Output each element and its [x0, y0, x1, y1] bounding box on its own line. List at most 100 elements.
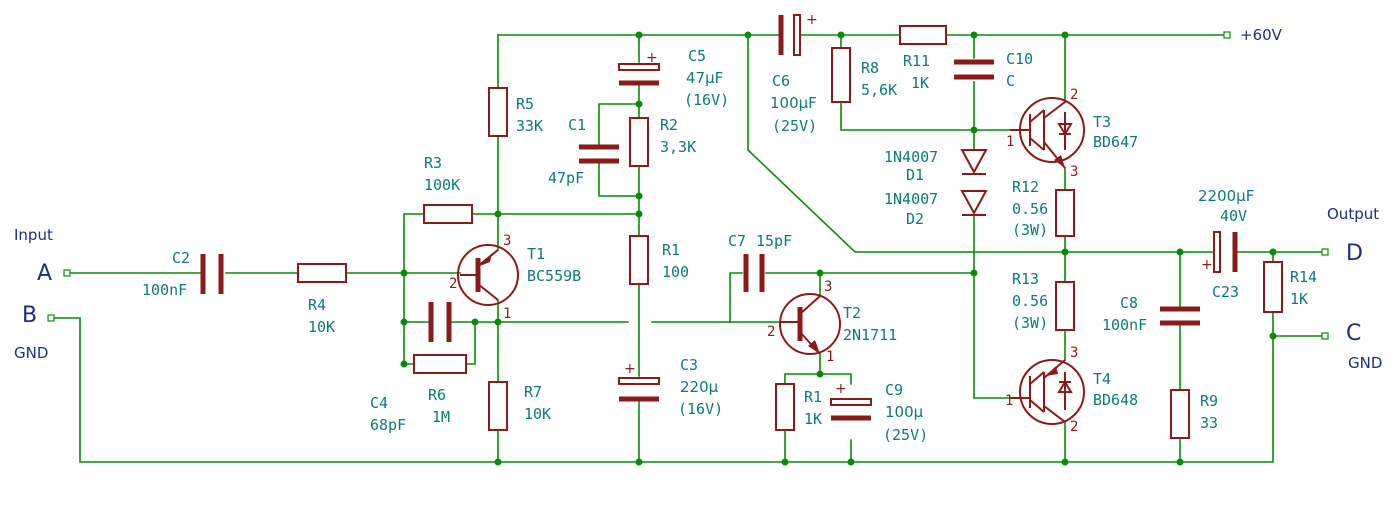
transistor-t2[interactable]	[779, 293, 841, 355]
resistor-r14[interactable]	[1263, 261, 1283, 313]
junction	[1061, 31, 1069, 39]
pin-t2-3: 3	[824, 279, 832, 295]
port-d[interactable]	[1321, 248, 1329, 256]
junction	[635, 192, 643, 200]
label-c5-rating: (16V)	[684, 91, 729, 109]
capacitor-c10[interactable]	[954, 59, 994, 80]
label-c23-value: 2200μF	[1198, 187, 1254, 205]
terminals: A B D C Input GND Output GND +60V	[14, 26, 1382, 372]
label-c4-ref: C4	[370, 394, 388, 412]
diode-d2[interactable]	[960, 190, 988, 216]
label-r2-ref: R2	[660, 116, 678, 134]
resistor-r11[interactable]	[899, 25, 947, 45]
transistor-t4[interactable]	[1010, 359, 1085, 425]
resistor-r12[interactable]	[1055, 189, 1075, 237]
port-supply[interactable]	[1223, 31, 1231, 39]
junction	[1269, 332, 1277, 340]
label-c3-rating: (16V)	[678, 400, 723, 418]
label-r14-ref: R14	[1290, 268, 1317, 286]
resistor-r6[interactable]	[413, 354, 467, 374]
label-c5-value: 47μF	[686, 69, 723, 87]
label-c4-value: 68pF	[370, 416, 406, 434]
polarity-plus-c3: +	[624, 361, 636, 377]
label-r11-value: 1K	[911, 74, 929, 92]
label-c6-ref: C6	[772, 72, 790, 90]
label-t4-ref: T4	[1093, 370, 1111, 388]
wire-t2	[729, 272, 975, 463]
wire-bias	[747, 34, 1066, 399]
resistor-r1[interactable]	[629, 235, 649, 285]
resistor-r5[interactable]	[488, 87, 508, 137]
resistor-r2[interactable]	[629, 117, 649, 167]
label-r7-value: 10K	[524, 405, 551, 423]
label-c3-ref: C3	[680, 356, 698, 374]
capacitor-c5[interactable]	[618, 63, 660, 86]
resistor-r8[interactable]	[831, 47, 851, 103]
net-gnd-left: GND	[14, 344, 48, 362]
pin-t4-3: 3	[1070, 345, 1078, 361]
label-r3-ref: R3	[424, 154, 442, 172]
pin-t1-3: 3	[503, 233, 511, 249]
resistor-r7[interactable]	[488, 381, 508, 431]
resistor-r13[interactable]	[1055, 281, 1075, 331]
terminal-c: C	[1346, 321, 1361, 346]
diode-d1[interactable]	[960, 149, 988, 175]
label-r13-rating: (3W)	[1012, 314, 1048, 332]
pin-t2-2: 2	[767, 324, 775, 340]
label-c7-value: 15pF	[756, 232, 792, 250]
transistor-t3[interactable]	[1010, 97, 1085, 169]
capacitor-c2[interactable]	[200, 254, 224, 294]
junction	[837, 31, 845, 39]
pin-numbers: 3 2 1 3 2 1 2 1 3 3 1 2	[449, 87, 1078, 435]
net-input: Input	[14, 226, 53, 244]
resistor-r9[interactable]	[1170, 389, 1190, 439]
junction	[1176, 458, 1184, 466]
label-c1-value: 47pF	[548, 169, 584, 187]
pin-t3-1: 1	[1006, 134, 1014, 150]
junction	[781, 458, 789, 466]
ports	[47, 31, 1329, 340]
port-a[interactable]	[63, 269, 71, 277]
label-t1-ref: T1	[527, 245, 545, 263]
polarity-plus-c9: +	[835, 381, 847, 397]
transistor-t1[interactable]	[457, 244, 519, 306]
label-r8-ref: R8	[861, 59, 879, 77]
port-b[interactable]	[47, 314, 55, 322]
capacitor-c3[interactable]	[618, 377, 660, 402]
capacitor-c8[interactable]	[1160, 306, 1200, 326]
capacitor-c23[interactable]	[1213, 231, 1238, 273]
capacitor-c7[interactable]	[743, 254, 765, 292]
label-r14-value: 1K	[1290, 290, 1308, 308]
junction	[494, 458, 502, 466]
pin-t2-1: 1	[826, 349, 834, 365]
capacitor-c9[interactable]	[830, 398, 872, 421]
capacitor-c6[interactable]	[778, 14, 801, 56]
junction	[635, 31, 643, 39]
label-r12-rating: (3W)	[1012, 221, 1048, 239]
label-d2-ref: D2	[906, 210, 924, 228]
label-c6-rating: (25V)	[772, 117, 817, 135]
label-r11-ref: R11	[903, 52, 930, 70]
label-c6-value: 100μF	[770, 94, 817, 112]
label-r1b-value: 1K	[804, 410, 822, 428]
capacitor-c4[interactable]	[428, 302, 452, 342]
junction	[1269, 248, 1277, 256]
resistor-r1b[interactable]	[775, 383, 795, 431]
junction	[494, 210, 502, 218]
label-t3-ref: T3	[1093, 113, 1111, 131]
resistor-r3[interactable]	[423, 204, 473, 224]
resistor-r4[interactable]	[297, 263, 347, 283]
net-output: Output	[1327, 205, 1379, 223]
junctions	[400, 31, 1277, 466]
junction	[816, 269, 824, 277]
label-c23-ref: C23	[1212, 283, 1239, 301]
junction	[816, 370, 824, 378]
wire-feedback	[403, 272, 476, 365]
pin-t3-3: 3	[1070, 164, 1078, 180]
label-t4-value: BD648	[1093, 391, 1138, 409]
diodes	[960, 149, 988, 216]
label-r9-ref: R9	[1200, 392, 1218, 410]
label-r13-value: 0.56	[1012, 292, 1048, 310]
port-c[interactable]	[1321, 332, 1329, 340]
capacitor-c1[interactable]	[579, 144, 619, 164]
